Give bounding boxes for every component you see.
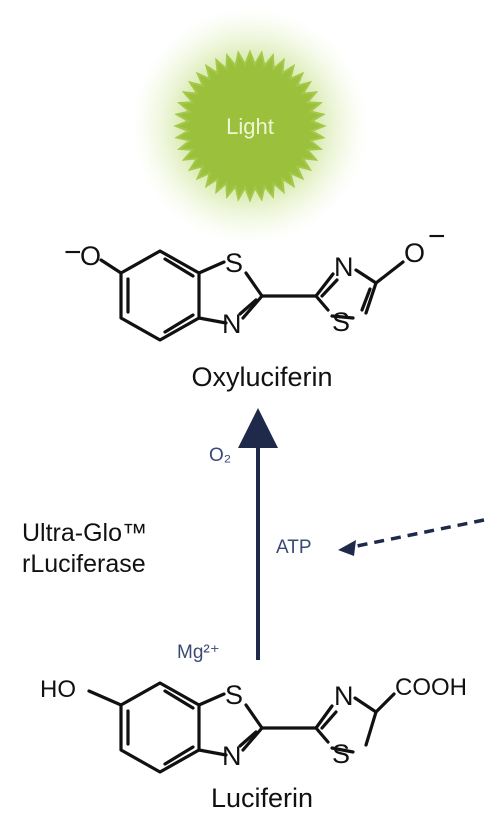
oxyluciferin-label: Oxyluciferin (191, 362, 332, 392)
left-charge: − (64, 236, 82, 269)
luciferin-label: Luciferin (211, 783, 313, 813)
oxyluciferin-structure (99, 249, 405, 342)
atp-dashed-arrow (351, 518, 485, 549)
sulfur-1: S (225, 680, 243, 710)
nitrogen-1: N (222, 741, 242, 771)
light-burst-icon: Light (132, 8, 368, 244)
right-oxygen: O (404, 238, 425, 268)
sulfur-2: S (332, 307, 350, 337)
nitrogen-1: N (222, 309, 242, 339)
left-oxygen: O (80, 241, 101, 271)
reagent-oxygen: O₂ (209, 445, 231, 466)
oxyluciferin-atoms: − O S N N S O − (64, 220, 446, 339)
enzyme-line-2: rLuciferase (22, 550, 146, 578)
enzyme-label: Ultra-Glo™ rLuciferase (22, 519, 147, 578)
luciferin-structure (87, 681, 396, 774)
sulfur-2: S (332, 739, 350, 769)
light-label: Light (226, 114, 274, 139)
nitrogen-2: N (334, 252, 354, 282)
right-charge: − (428, 220, 446, 253)
luciferin-atoms: HO S N N S COOH (40, 674, 467, 771)
reagent-magnesium: Mg²⁺ (177, 642, 220, 663)
enzyme-line-1: Ultra-Glo™ (22, 519, 147, 547)
hydroxyl-group: HO (40, 676, 76, 703)
reagent-atp: ATP (276, 537, 312, 558)
carboxyl-group: COOH (395, 674, 467, 701)
nitrogen-2: N (334, 681, 354, 711)
atp-arrowhead-icon (338, 540, 356, 556)
sulfur-1: S (225, 248, 243, 278)
